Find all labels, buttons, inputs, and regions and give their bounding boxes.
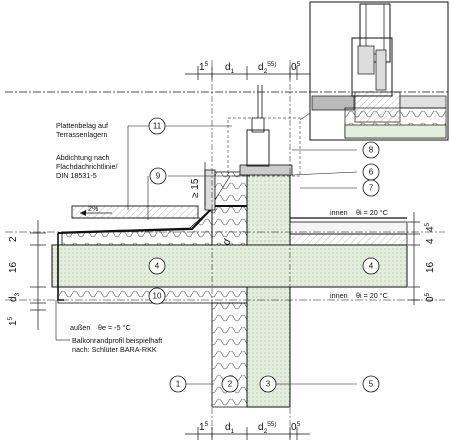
svg-text:4: 4 (155, 262, 160, 271)
label-innen-top: innen (330, 208, 348, 217)
label-theta-top: θi = 20 °C (356, 208, 388, 217)
marker-4-left: 4 (148, 257, 166, 275)
marker-9: 9 (149, 167, 167, 185)
dim-top-b: d1 (225, 62, 235, 75)
svg-text:9: 9 (156, 172, 161, 181)
label-theta-bottom: θi = 20 °C (356, 291, 388, 300)
marker-10: 10 (148, 287, 166, 305)
dim-left-d: 15 (7, 316, 19, 326)
dim-bottom-b: d1 (225, 422, 235, 435)
dim-d4: d (221, 237, 233, 247)
label-profil-2: nach: Schlüter BARA-RKK (72, 345, 157, 354)
marker-4-right: 4 (362, 257, 380, 275)
svg-text:4: 4 (369, 262, 374, 271)
dim-left-a: 2 (8, 236, 19, 242)
marker-5: 5 (362, 375, 380, 393)
svg-text:7: 7 (369, 184, 374, 193)
svg-text:8: 8 (369, 146, 374, 155)
dim-top-c: d255) (258, 61, 277, 75)
svg-text:11: 11 (153, 122, 162, 131)
wall-insulation-upper (211, 171, 248, 253)
dim-left-b: 16 (8, 261, 19, 273)
dim-top-a: 15 (199, 61, 209, 73)
svg-text:10: 10 (153, 292, 162, 301)
label-plattenbelag-1: Plattenbelag auf (56, 121, 108, 130)
svg-text:1: 1 (176, 380, 181, 389)
dim-bottom-d: 05 (291, 421, 301, 433)
window-sill (239, 164, 293, 176)
label-theta-out: θe = -5 °C (98, 323, 131, 332)
marker-3: 3 (259, 375, 277, 393)
dim-right-a: 45 (424, 222, 436, 232)
marker-7: 7 (362, 179, 380, 197)
label-gradient: 2% (88, 204, 99, 213)
label-innen-bottom: innen (330, 291, 348, 300)
marker-2: 2 (221, 375, 239, 393)
label-aussen: außen (70, 323, 90, 332)
label-min-height: ≥ 15 (190, 178, 201, 198)
label-abdichtung-1: Abdichtung nach (56, 153, 110, 162)
marker-11: 11 (148, 117, 166, 135)
dim-bottom-a: 15 (199, 421, 209, 433)
svg-text:5: 5 (369, 380, 374, 389)
label-abdichtung-3: DIN 18531-5 (56, 171, 97, 180)
label-abdichtung-2: Flachdachrichtlinie/ (56, 162, 118, 171)
marker-8: 8 (362, 141, 380, 159)
svg-text:3: 3 (266, 380, 271, 389)
balcony-insulation (61, 207, 213, 246)
dim-bottom-c: d255) (258, 421, 277, 435)
marker-1: 1 (169, 375, 187, 393)
dim-right-d: 05 (424, 292, 436, 302)
marker-6: 6 (362, 163, 380, 181)
svg-text:2: 2 (228, 380, 233, 389)
label-profil-1: Balkonrandprofil beispielhaft (72, 336, 162, 345)
dim-right-c: 16 (425, 261, 436, 273)
dim-top-d: 05 (291, 61, 301, 73)
dim-right-b: 4 (425, 238, 436, 244)
svg-text:6: 6 (369, 168, 374, 177)
label-plattenbelag-2: Terrassenlagern (56, 130, 108, 139)
dim-left-c: d3 (8, 292, 21, 302)
